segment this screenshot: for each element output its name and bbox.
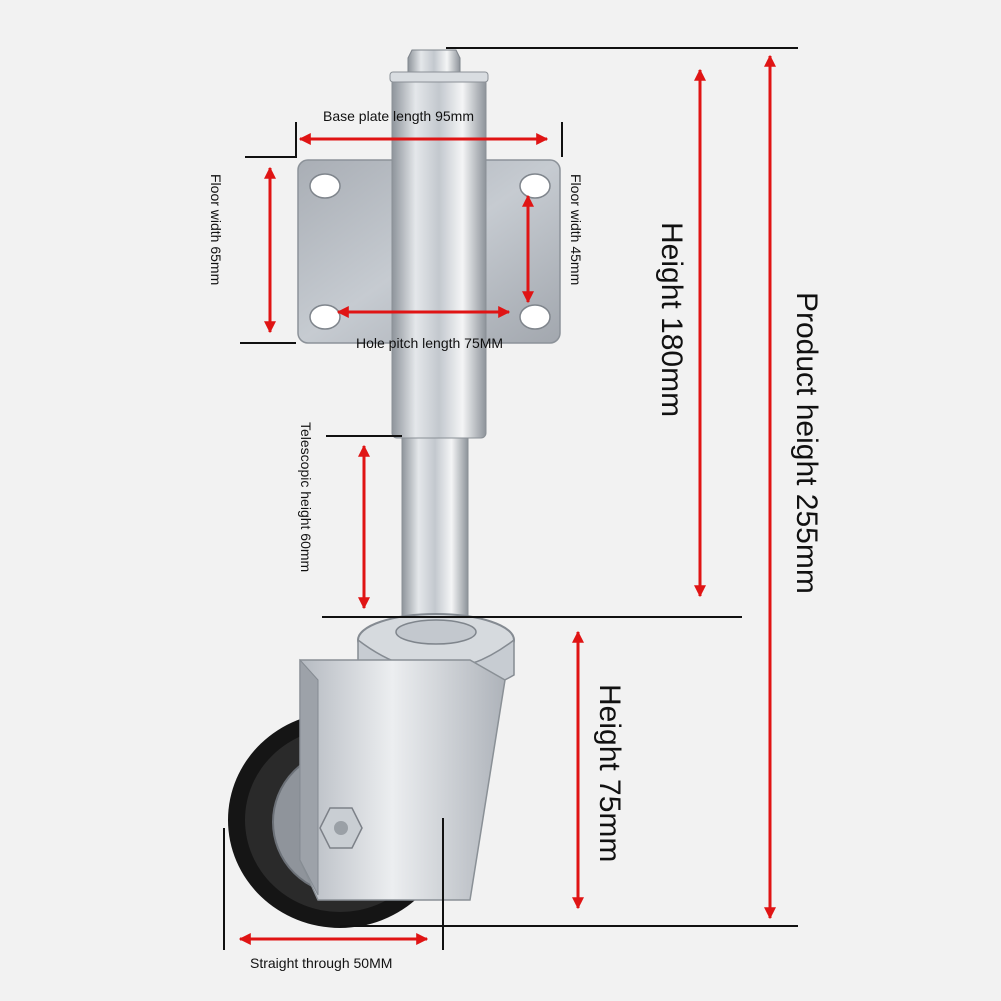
outer-tube-cap (389, 71, 489, 83)
label-floor-width-right: Floor width 45mm (568, 174, 584, 285)
plate-length-left-bracket (245, 122, 297, 158)
label-base-plate-length: Base plate length 95mm (323, 108, 474, 124)
label-product-height: Product height 255mm (790, 292, 823, 594)
swivel-nut (395, 619, 477, 645)
outer-tube (391, 75, 487, 439)
dimension-arrows (238, 54, 776, 945)
label-straight-through: Straight through 50MM (250, 955, 392, 971)
label-hole-pitch-length: Hole pitch length 75MM (356, 335, 503, 351)
axle-center (334, 821, 348, 835)
label-height-upper: Height 180mm (655, 222, 688, 417)
caster-illustration (228, 49, 561, 928)
label-telescopic-height: Telescopic height 60mm (298, 422, 314, 572)
fork-side-plate (299, 658, 319, 896)
plate-hole-top-right (519, 173, 551, 199)
plate-hole-bottom-right (519, 304, 551, 330)
label-floor-width-left: Floor width 65mm (208, 174, 224, 285)
plate-hole-bottom-left (309, 304, 341, 330)
inner-tube (401, 437, 469, 621)
caster-fork (299, 659, 506, 901)
plate-hole-top-left (309, 173, 341, 199)
label-height-lower: Height 75mm (593, 684, 626, 862)
dimension-lines (223, 47, 798, 950)
